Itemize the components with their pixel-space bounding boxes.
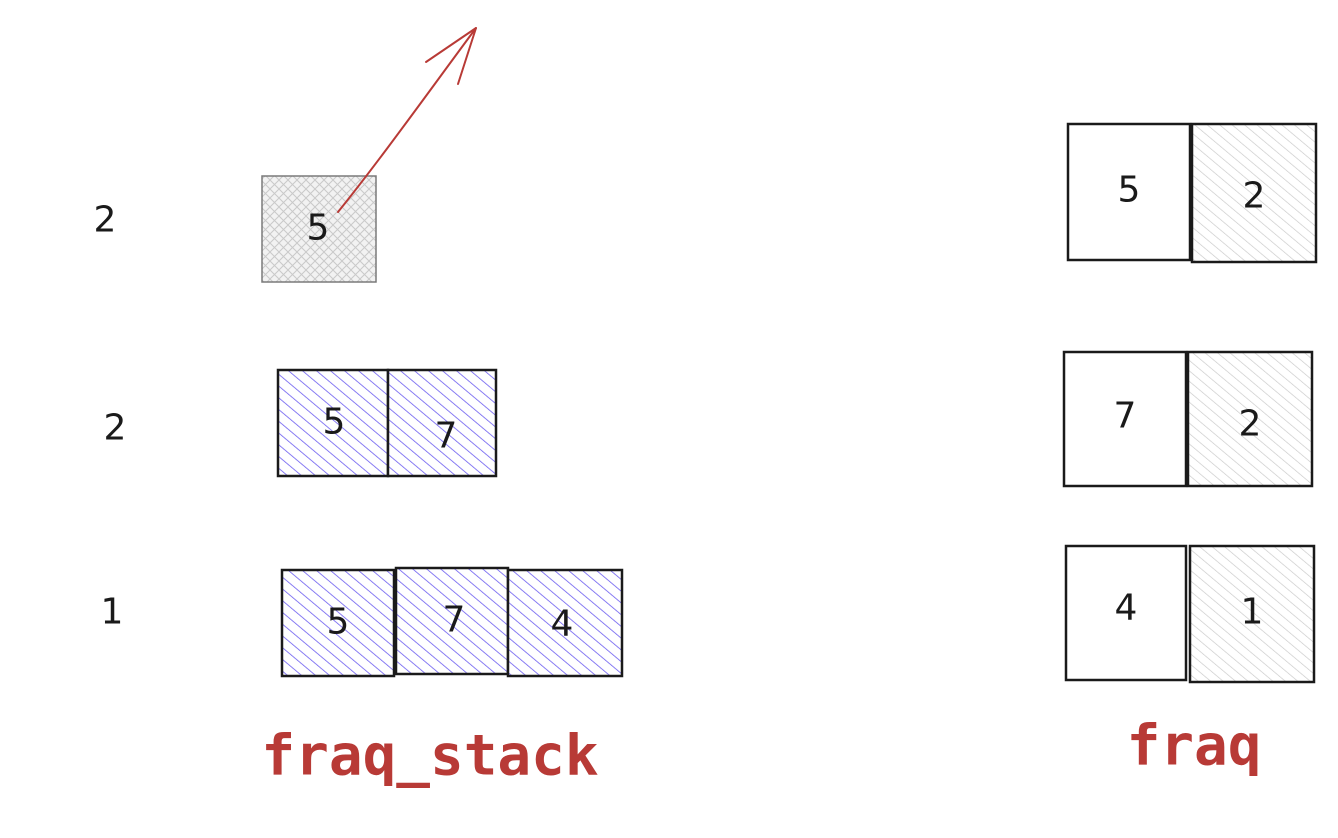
stack-row-two: 5 7: [276, 368, 498, 478]
stack-row-three: 5 7 4: [280, 566, 624, 678]
freq-count: 2: [1239, 404, 1262, 445]
stack-cell-value: 5: [327, 602, 350, 643]
stack-cell: 7: [394, 566, 510, 676]
freq-count: 2: [1243, 176, 1266, 217]
popped-cell: 5: [261, 175, 377, 283]
pop-arrow: [337, 27, 477, 213]
freq-label-top: 2: [94, 200, 117, 241]
freq-entry: 5 2: [1066, 122, 1318, 264]
stack-title: fraq_stack: [261, 724, 598, 789]
stack-cell-value: 7: [435, 416, 458, 457]
freq-key: 4: [1115, 588, 1138, 629]
freq-entry: 7 2: [1062, 350, 1314, 488]
freq-count: 1: [1241, 592, 1264, 633]
stack-cell: 5: [280, 568, 396, 678]
stack-cell-value: 7: [443, 600, 466, 641]
freq-label-middle: 2: [104, 408, 127, 449]
stack-cell: 4: [506, 568, 624, 678]
stack-cell: 7: [386, 368, 498, 478]
map-title: fraq: [1127, 714, 1262, 779]
freq-label-bottom: 1: [101, 592, 124, 633]
freq-key: 7: [1114, 396, 1137, 437]
freq-key: 5: [1118, 170, 1141, 211]
popped-cell-value: 5: [307, 208, 330, 249]
stack-cell-value: 4: [551, 604, 574, 645]
freq-entry: 4 1: [1064, 544, 1316, 684]
stack-cell: 5: [276, 368, 390, 478]
stack-cell-value: 5: [323, 402, 346, 443]
